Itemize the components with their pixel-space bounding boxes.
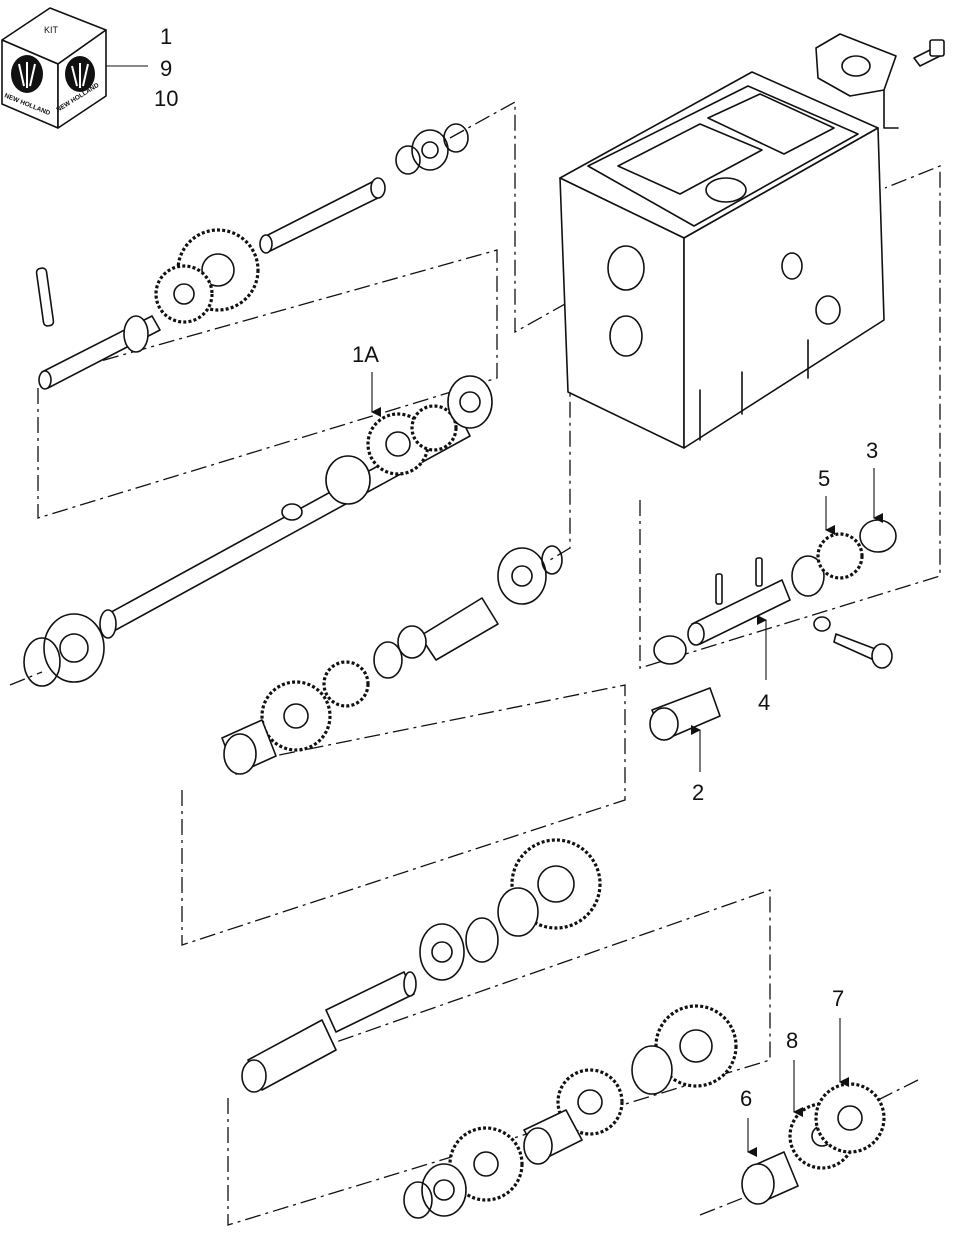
parts-6-7-8 bbox=[741, 1082, 886, 1205]
counter-shaft-assembly bbox=[221, 545, 563, 775]
callout-2: 2 bbox=[692, 780, 704, 805]
kit-label: KIT bbox=[44, 25, 59, 35]
input-shaft-assembly bbox=[35, 123, 469, 390]
assembly-lines bbox=[9, 100, 941, 1226]
callout-6: 6 bbox=[740, 1086, 752, 1111]
reverse-idler-assembly bbox=[649, 519, 897, 741]
callout-7: 7 bbox=[832, 986, 844, 1011]
callout-5: 5 bbox=[818, 466, 830, 491]
kit-box-icon: KIT NEW HOLLAND NEW HOLLAND 1 9 10 bbox=[1, 7, 178, 129]
callout-3: 3 bbox=[866, 438, 878, 463]
main-shaft-assembly bbox=[23, 375, 493, 687]
output-shaft-assembly bbox=[241, 971, 417, 1093]
callout-1A: 1A bbox=[352, 342, 379, 367]
kit-ref-9: 9 bbox=[160, 56, 172, 81]
callout-8: 8 bbox=[786, 1028, 798, 1053]
kit-ref-10: 10 bbox=[154, 86, 178, 111]
callout-4: 4 bbox=[758, 690, 770, 715]
gearbox-housing bbox=[559, 33, 945, 449]
kit-ref-1: 1 bbox=[160, 24, 172, 49]
lower-gear-train bbox=[403, 1004, 738, 1219]
output-gear-upper bbox=[419, 838, 602, 981]
